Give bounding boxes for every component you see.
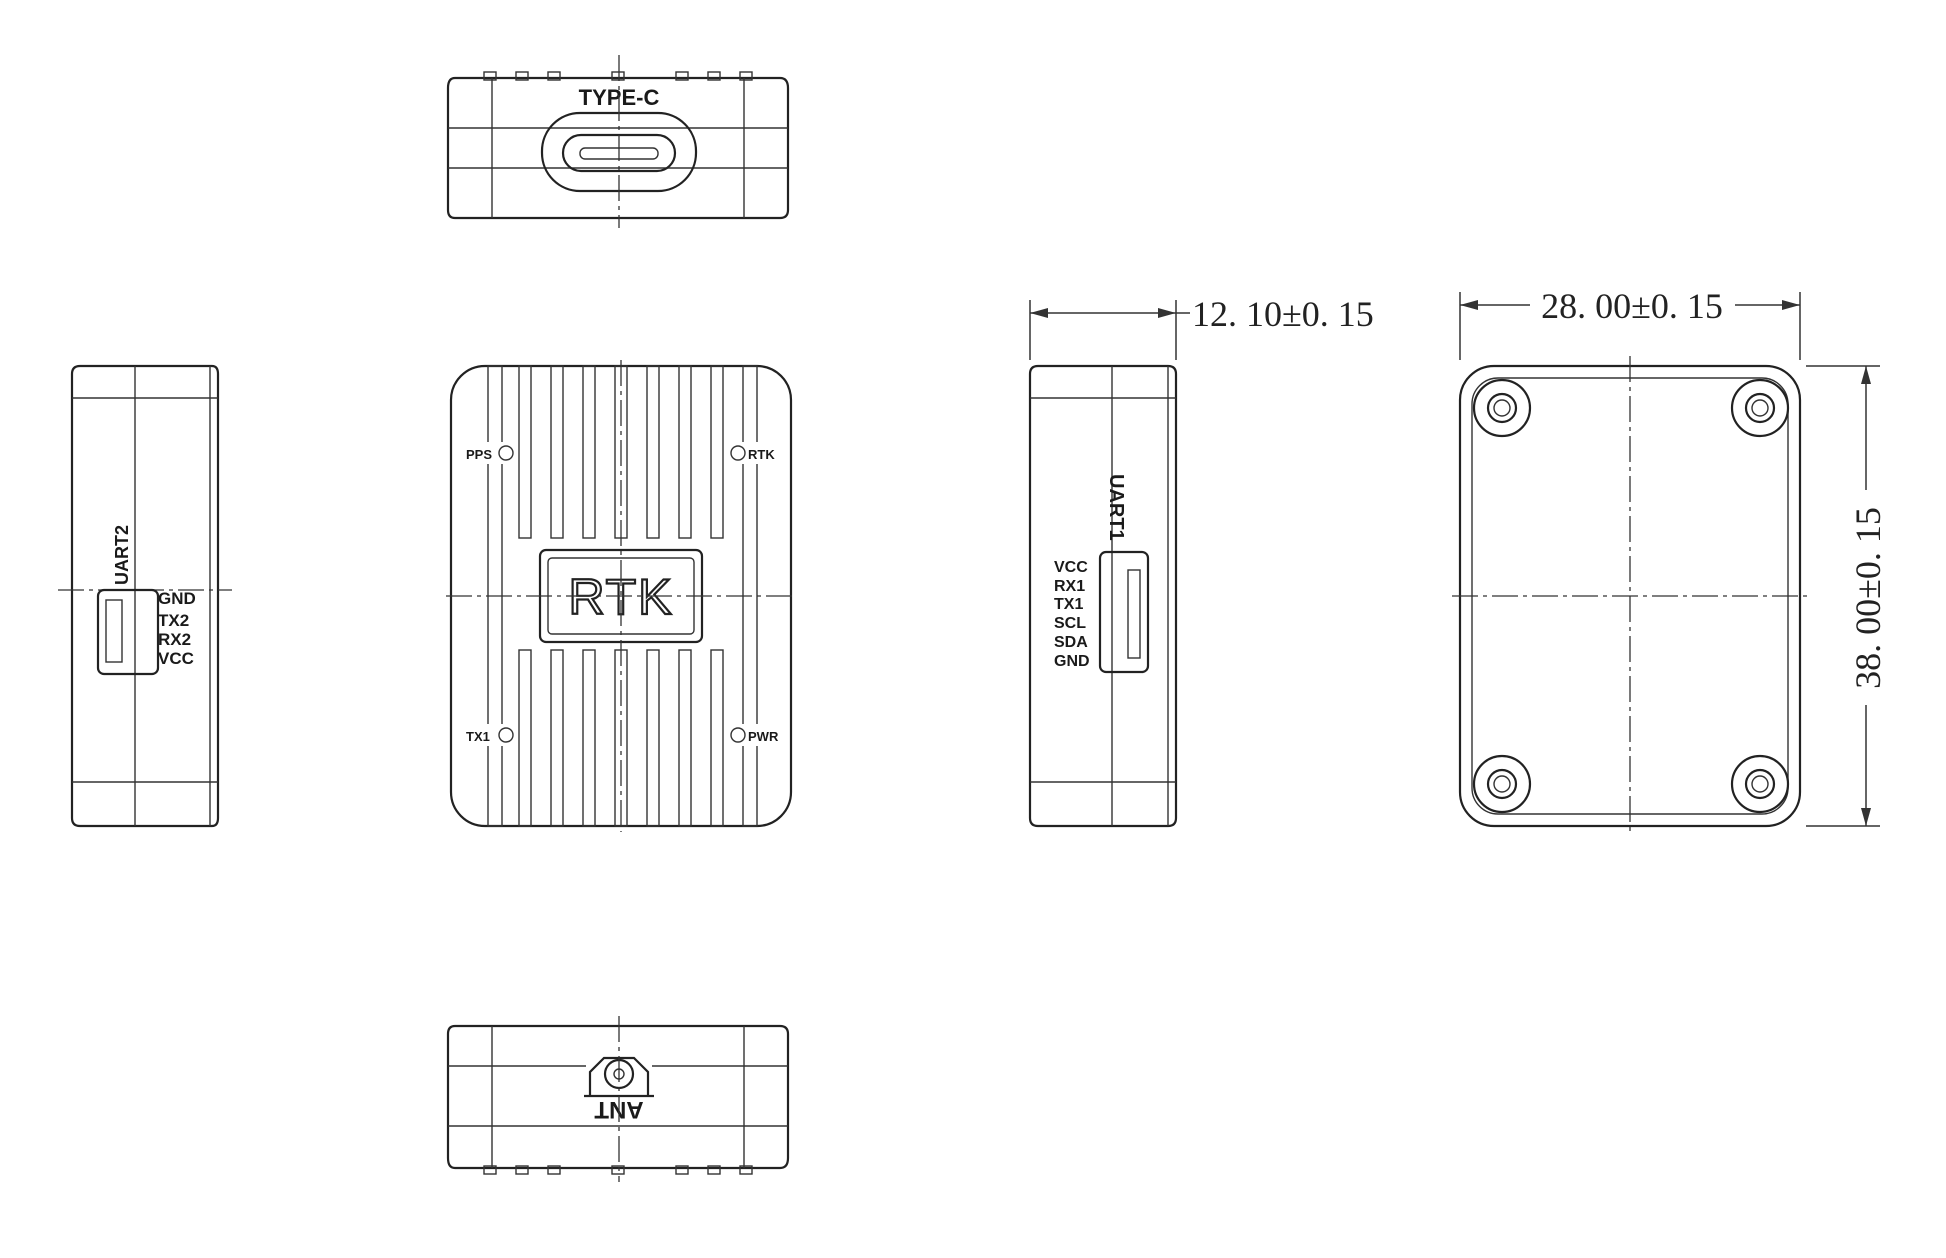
- uart2-label: UART2: [112, 525, 132, 585]
- led-pps-label: PPS: [466, 447, 492, 462]
- uart1-pin: GND: [1054, 653, 1090, 670]
- rtk-logo: RTK: [568, 569, 673, 625]
- uart1-pin: SCL: [1054, 615, 1086, 632]
- uart2-pin: VCC: [158, 649, 194, 668]
- top-fins: [483, 71, 753, 81]
- width-dimension: 28. 00±0. 15: [1459, 286, 1801, 360]
- screw-hole-icon: [1730, 378, 1790, 438]
- lower-fins: [518, 649, 724, 827]
- led-tx1-label: TX1: [466, 729, 490, 744]
- height-dimension: 38. 00±0. 15: [1806, 365, 1888, 827]
- bottom-fins: [483, 1165, 753, 1175]
- uart2-pin: GND: [158, 589, 196, 608]
- uart1-pin: RX1: [1054, 578, 1085, 595]
- top-view: TYPE-C: [446, 55, 790, 228]
- led-indicators: PPS RTK TX1 PWR: [462, 442, 782, 746]
- front-view: RTK PPS RTK TX1 PWR: [446, 360, 796, 832]
- back-view: 28. 00±0. 15 38. 00±0. 15: [1452, 286, 1888, 836]
- led-pwr-label: PWR: [748, 729, 779, 744]
- uart2-pin: RX2: [158, 630, 191, 649]
- led-rtk-label: RTK: [748, 447, 775, 462]
- thickness-dimension-text: 12. 10±0. 15: [1192, 294, 1374, 334]
- screw-hole-icon: [1730, 754, 1790, 814]
- screw-hole-icon: [1472, 378, 1532, 438]
- uart2-pin-labels: GND TX2 RX2 VCC: [158, 589, 196, 668]
- screw-hole-icon: [1472, 754, 1532, 814]
- uart1-connector: [1098, 550, 1150, 674]
- uart2-connector: [96, 588, 160, 676]
- uart2-pin: TX2: [158, 611, 189, 630]
- width-dimension-text: 28. 00±0. 15: [1541, 286, 1723, 326]
- height-dimension-text: 38. 00±0. 15: [1848, 507, 1888, 689]
- mounting-holes: [1472, 378, 1790, 814]
- uart1-label: UART1: [1105, 474, 1127, 541]
- bottom-view: ANT: [446, 1016, 790, 1182]
- uart1-pin-labels: VCC RX1 TX1 SCL SDA GND: [1054, 559, 1090, 670]
- uart1-pin: VCC: [1054, 559, 1088, 576]
- thickness-dimension: 12. 10±0. 15: [1029, 294, 1374, 360]
- left-view: UART2 GND TX2 RX2 VCC: [58, 364, 232, 828]
- uart1-pin: TX1: [1054, 596, 1083, 613]
- uart1-pin: SDA: [1054, 634, 1088, 651]
- right-view: UART1 VCC RX1 TX1 SCL SDA GND 12. 10±0. …: [1028, 294, 1374, 828]
